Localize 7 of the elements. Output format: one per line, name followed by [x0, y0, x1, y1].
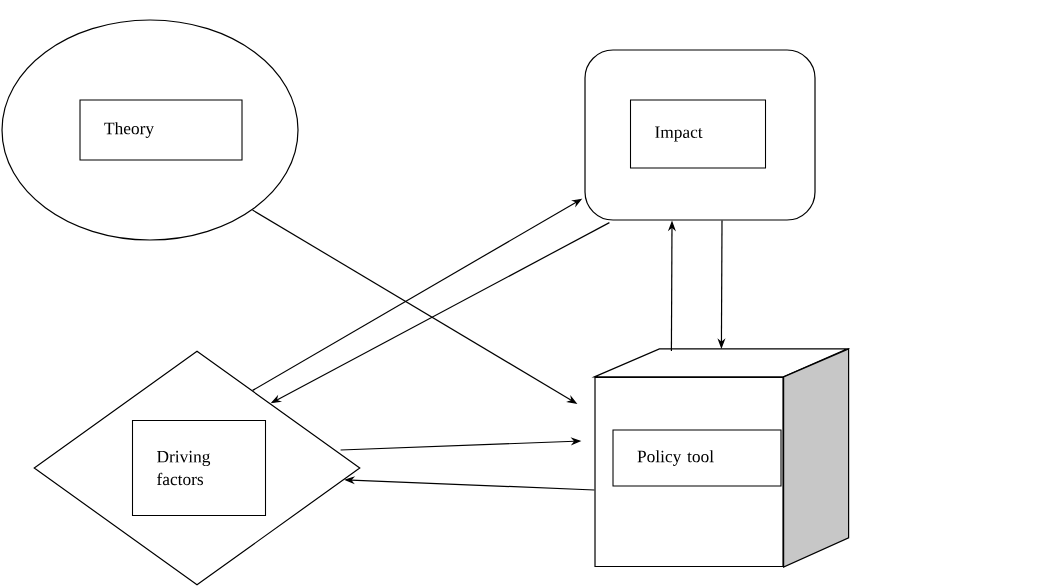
rounded-box	[584, 49, 816, 221]
text-box: Policy tool	[612, 429, 782, 487]
text-box: Impact	[629, 99, 767, 169]
text-box: Theory	[79, 99, 243, 161]
ellipse-frame	[1, 19, 299, 241]
decision-diamond	[33, 350, 361, 586]
text-box: Driving factors	[131, 419, 267, 517]
